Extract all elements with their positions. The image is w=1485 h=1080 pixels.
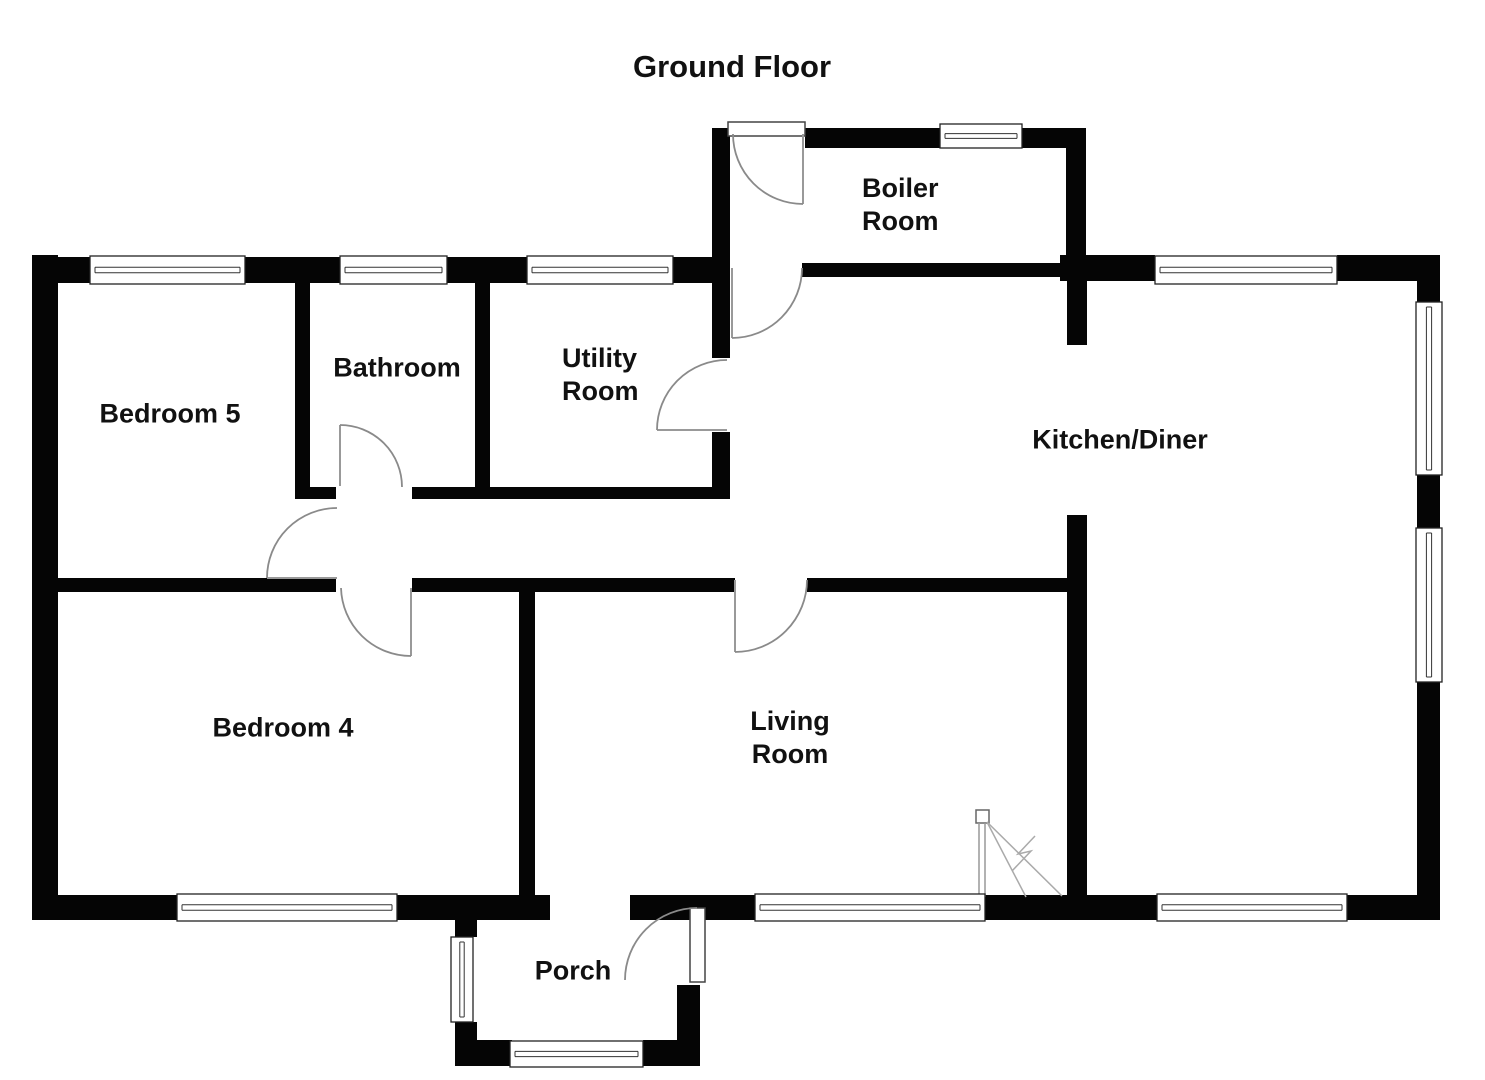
bedroom-5-window — [89, 255, 246, 285]
porch-west-window — [450, 936, 474, 1023]
porch-door — [624, 907, 706, 983]
bedroom-4-window — [176, 893, 398, 922]
wall — [802, 263, 1087, 277]
wall — [58, 578, 336, 592]
wall — [295, 487, 336, 499]
wall — [1067, 277, 1087, 345]
kitchen-east-window-lower — [1415, 527, 1443, 683]
porch-south-window — [509, 1040, 644, 1068]
living-room-door — [734, 579, 808, 653]
wall — [32, 257, 90, 283]
boiler-room-window — [939, 123, 1023, 149]
room-label-porch: Porch — [534, 955, 612, 986]
room-label-living-room: Living Room — [750, 706, 830, 769]
kitchen-south-window — [1156, 893, 1348, 922]
kitchen-hall-door — [731, 267, 803, 339]
room-label-bedroom-4: Bedroom 4 — [212, 712, 354, 743]
wall — [295, 270, 310, 488]
plan-title: Ground Floor — [632, 49, 832, 84]
wall — [712, 128, 730, 358]
wall — [455, 915, 477, 937]
wall — [807, 578, 1087, 592]
wall — [985, 895, 1157, 920]
wall — [412, 578, 735, 592]
wall — [1345, 895, 1440, 920]
wall — [475, 270, 490, 499]
kitchen-east-window-upper — [1415, 301, 1443, 476]
wall — [245, 257, 340, 283]
wall — [32, 255, 58, 920]
bathroom-door — [339, 424, 403, 488]
wall — [1060, 255, 1155, 281]
folding-door-symbol — [975, 809, 1063, 898]
room-label-bedroom-5: Bedroom 5 — [99, 398, 241, 429]
utility-room-door — [656, 359, 728, 431]
wall — [475, 487, 730, 499]
wall — [805, 128, 943, 148]
bathroom-window — [339, 255, 448, 285]
wall — [677, 985, 700, 1065]
wall — [455, 1040, 512, 1066]
bedroom-5-door — [266, 507, 338, 579]
wall — [519, 592, 535, 895]
room-label-bathroom: Bathroom — [333, 352, 461, 383]
wall — [712, 432, 730, 488]
wall — [1067, 515, 1087, 895]
utility-window — [526, 255, 674, 285]
wall — [1066, 128, 1086, 278]
wall — [1417, 475, 1440, 528]
kitchen-north-window — [1154, 255, 1338, 285]
living-room-window — [754, 893, 986, 922]
room-label-boiler-room: Boiler Room — [862, 173, 939, 236]
wall — [412, 487, 475, 499]
wall — [1417, 255, 1440, 302]
wall — [32, 895, 177, 920]
room-label-utility-room: Utility Room — [562, 343, 639, 406]
room-label-kitchen-diner: Kitchen/Diner — [1032, 424, 1208, 455]
wall — [1417, 682, 1440, 920]
front-door — [727, 121, 806, 205]
bedroom-4-door — [340, 587, 412, 657]
